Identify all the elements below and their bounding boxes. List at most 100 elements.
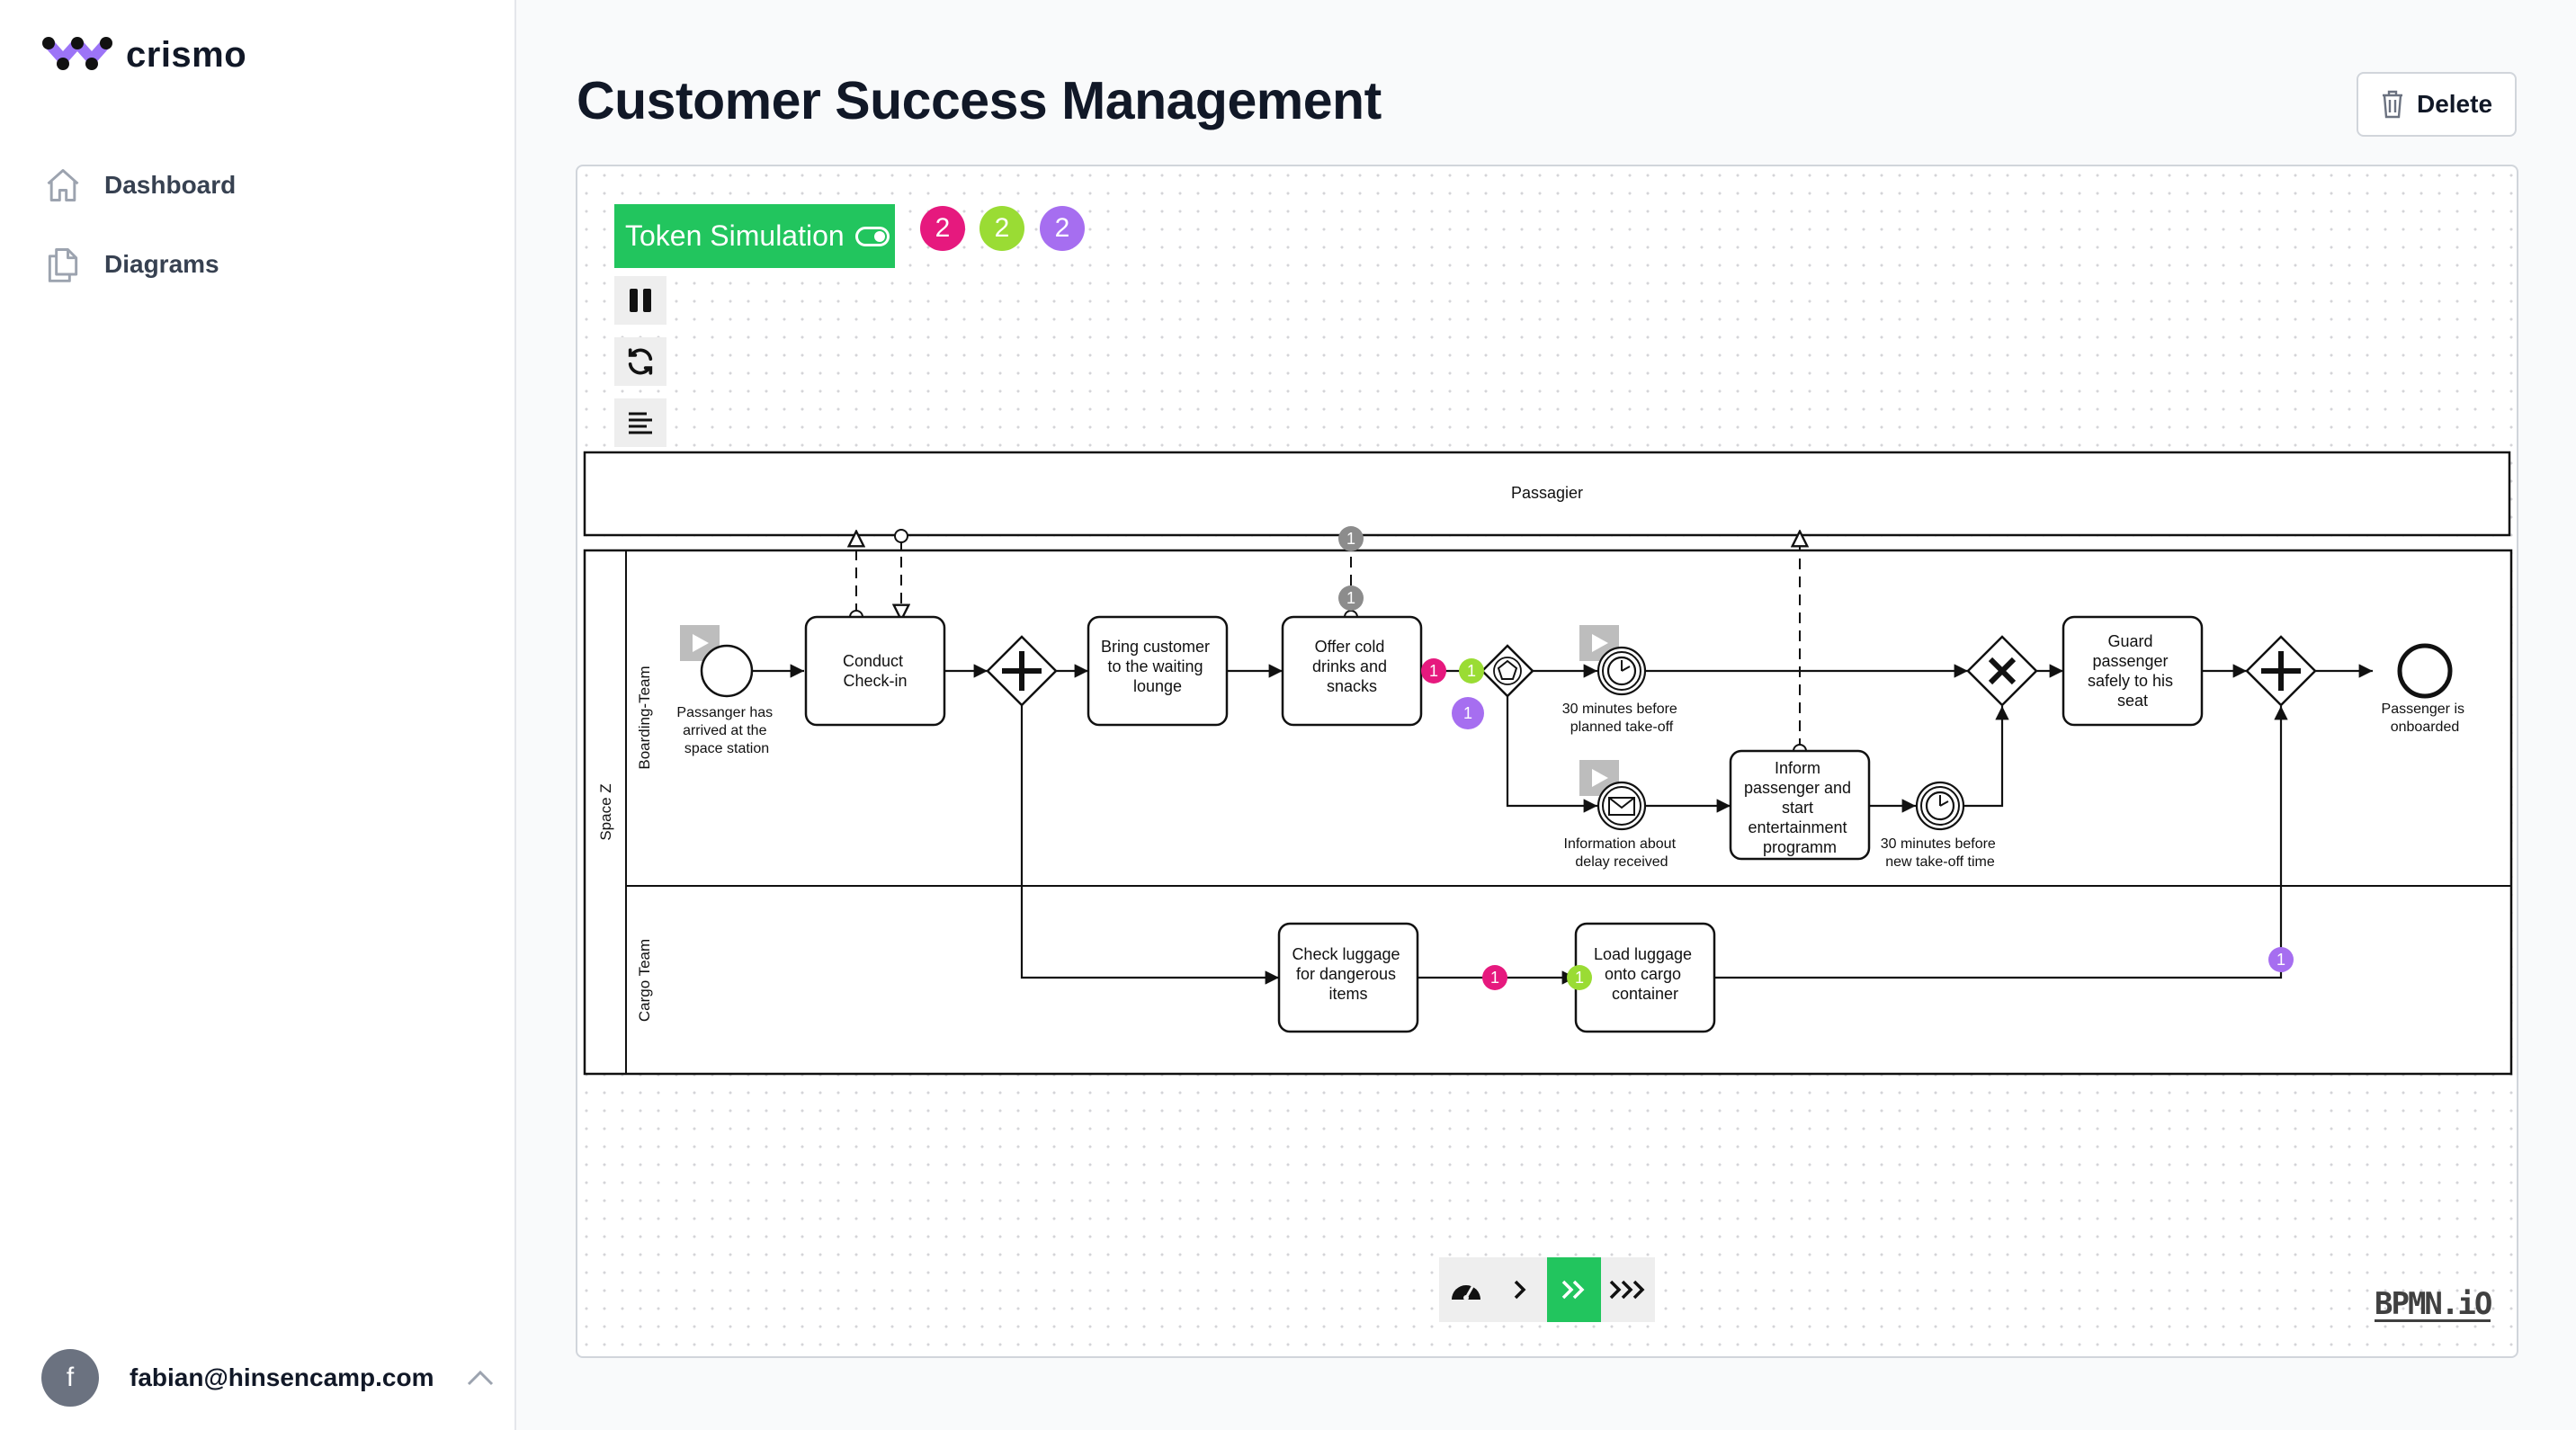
task-offer-drinks-label: Offer cold drinks and snacks	[1312, 638, 1391, 695]
token-gray-top[interactable]	[1338, 526, 1364, 551]
align-left-icon	[629, 412, 652, 434]
token-gray-top-count: 1	[1346, 530, 1355, 548]
event-gateway-ring	[1493, 657, 1522, 685]
pause-button[interactable]	[614, 276, 666, 325]
nav-diagrams[interactable]: Diagrams	[43, 245, 219, 284]
task-conduct-checkin[interactable]	[804, 615, 946, 727]
task-inform-passenger[interactable]	[1729, 749, 1871, 861]
pentagon-icon	[1497, 659, 1518, 680]
bpmn-diagram[interactable]: Passagier Space Z Boarding-Team Cargo Te…	[577, 166, 2518, 1358]
task-load-luggage-label: Load luggage onto cargo container	[1594, 945, 1696, 1003]
token-purple-gateway[interactable]	[1452, 697, 1484, 729]
nav-diagrams-label: Diagrams	[104, 250, 219, 278]
message-inner-ring	[1602, 786, 1641, 826]
refresh-icon	[628, 348, 653, 375]
timer-new-label: 30 minutes before new take-off time	[1881, 836, 2000, 870]
speed-normal-button[interactable]	[1547, 1257, 1601, 1322]
timer-planned-label: 30 minutes before planned take-off	[1562, 702, 1682, 735]
token-lime-cargo[interactable]	[1567, 965, 1592, 990]
play-icon	[1592, 769, 1608, 787]
pool-space-z-label: Space Z	[597, 783, 614, 840]
speed-slow-button[interactable]	[1493, 1257, 1547, 1322]
flow-gateway-to-check-luggage	[1020, 705, 1279, 985]
message-delay-label: Information about delay received	[1564, 836, 1680, 870]
reset-button[interactable]	[614, 337, 666, 386]
token-purple-gateway-count: 1	[1463, 704, 1472, 722]
token-gray-drinks[interactable]	[1338, 585, 1364, 611]
start-event-label: Passanger has arrived at the space stati…	[676, 705, 776, 756]
nav-dashboard[interactable]: Dashboard	[43, 165, 236, 205]
triple-chevron-right-icon	[1609, 1280, 1645, 1300]
lane-cargo-label: Cargo Team	[636, 939, 653, 1022]
speed-fast-button[interactable]	[1601, 1257, 1655, 1322]
avatar: f	[41, 1349, 99, 1407]
chevron-up-icon[interactable]	[466, 1369, 495, 1387]
gauge-icon	[1452, 1284, 1480, 1300]
token-count-lime[interactable]: 2	[979, 206, 1024, 251]
token-count-pink[interactable]: 2	[920, 206, 965, 251]
timer-inner-ring	[1920, 786, 1960, 826]
token-simulation-label: Token Simulation	[625, 219, 845, 252]
token-pink-gateway[interactable]	[1421, 658, 1446, 684]
flow-eventgw-to-message	[1506, 696, 1597, 813]
chevron-right-icon	[1514, 1280, 1526, 1300]
token-pink-gateway-count: 1	[1429, 662, 1438, 680]
speed-gauge-button[interactable]	[1439, 1257, 1493, 1322]
user-email: fabian@hinsencamp.com	[130, 1363, 434, 1391]
flow-load-to-join	[1714, 706, 2288, 979]
clock-hands	[1939, 795, 1949, 807]
token-lime-gateway-count: 1	[1467, 662, 1476, 680]
pool-passagier-label: Passagier	[1511, 484, 1583, 502]
task-inform-passenger-label: Inform passenger and start entertainment…	[1744, 759, 1856, 856]
msg-origin-passagier	[894, 529, 908, 543]
task-conduct-checkin-label: Conduct Check-in	[843, 652, 908, 690]
token-purple-cargo-count: 1	[2276, 951, 2285, 969]
task-guard-passenger[interactable]	[2062, 615, 2204, 727]
bpmn-io-logo[interactable]: BPMN.iO	[2375, 1286, 2492, 1322]
end-event-label: Passenger is onboarded	[2382, 702, 2469, 735]
app-logo[interactable]: crismo	[41, 34, 246, 76]
task-guard-passenger-label: Guard passenger safely to his seat	[2088, 632, 2178, 710]
envelope-flap	[1608, 797, 1635, 809]
page-title: Customer Success Management	[577, 71, 1382, 130]
play-icon	[693, 634, 709, 652]
plus-icon	[2261, 651, 2301, 691]
event-based-gateway[interactable]	[1480, 644, 1534, 698]
pause-icon	[630, 289, 651, 312]
log-button[interactable]	[614, 398, 666, 447]
trash-icon	[2382, 90, 2402, 119]
token-gray-drinks-count: 1	[1346, 589, 1355, 607]
home-icon	[47, 169, 79, 201]
token-pink-cargo-count: 1	[1490, 969, 1499, 987]
task-check-luggage[interactable]	[1277, 922, 1419, 1033]
token-simulation-toggle[interactable]: Token Simulation	[614, 204, 895, 268]
task-bring-customer[interactable]	[1087, 615, 1229, 727]
crismo-logo-icon	[42, 37, 112, 70]
plus-icon	[1002, 651, 1042, 691]
toggle-switch-icon	[854, 226, 890, 246]
token-pink-cargo[interactable]	[1482, 965, 1507, 990]
brand-name: crismo	[126, 34, 247, 75]
bpmn-canvas[interactable]: Passagier Space Z Boarding-Team Cargo Te…	[576, 165, 2518, 1358]
end-event[interactable]	[2397, 643, 2453, 699]
task-check-luggage-label: Check luggage for dangerous items	[1292, 945, 1404, 1003]
pool-passagier[interactable]	[583, 451, 2511, 537]
timer-inner-ring	[1602, 651, 1641, 691]
clock-hands	[1621, 660, 1631, 672]
delete-label: Delete	[2416, 90, 2493, 118]
delete-button[interactable]: Delete	[2357, 72, 2517, 137]
x-icon	[1988, 657, 2017, 685]
task-bring-customer-label: Bring customer to the waiting lounge	[1101, 638, 1214, 695]
user-menu[interactable]: f fabian@hinsencamp.com	[41, 1349, 500, 1407]
play-icon	[1592, 634, 1608, 652]
token-lime-gateway[interactable]	[1459, 658, 1484, 684]
token-lime-cargo-count: 1	[1575, 969, 1584, 987]
double-chevron-right-icon	[1561, 1280, 1585, 1300]
start-event[interactable]	[700, 644, 754, 698]
token-count-purple[interactable]: 2	[1040, 206, 1085, 251]
flow-timer-new-to-xor	[1964, 706, 2009, 808]
sidebar: crismo Dashboard Diagrams f fabian@hinse…	[0, 0, 516, 1430]
lane-boarding-label: Boarding-Team	[636, 666, 653, 769]
token-purple-cargo[interactable]	[2268, 947, 2294, 972]
documents-icon	[48, 248, 78, 282]
